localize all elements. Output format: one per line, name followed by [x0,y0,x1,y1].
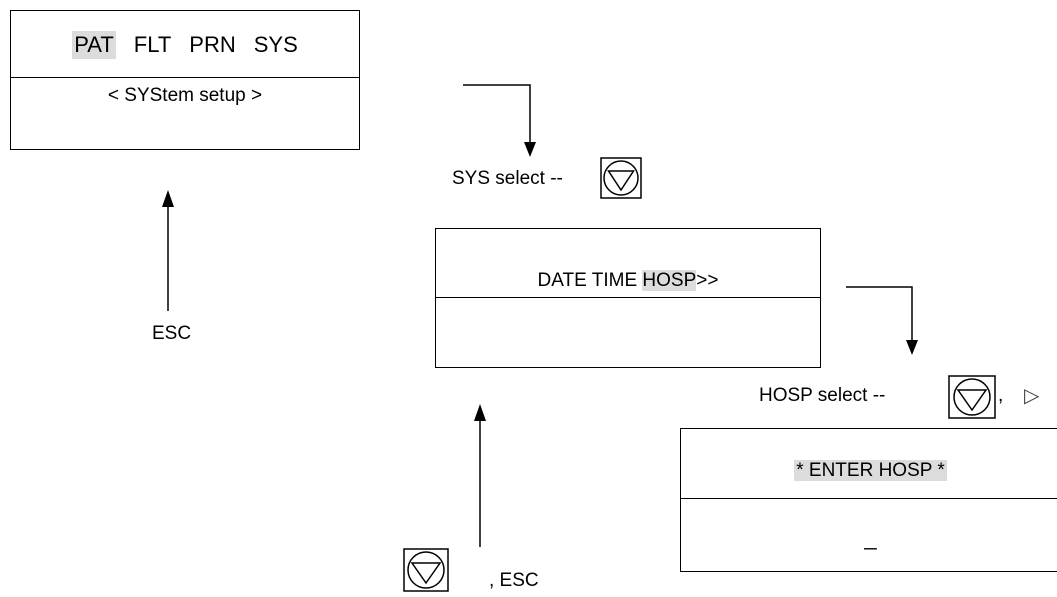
option-hosp[interactable]: HOSP [642,270,697,291]
input-cursor[interactable]: _ [864,525,877,550]
right-key-icon[interactable]: ▷ [1024,385,1040,407]
down-key-icon[interactable] [403,548,449,597]
more-options-indicator: >> [696,270,719,291]
hosp-select-separator: , [998,385,1004,406]
sys-select-label: SYS select -- [452,168,563,189]
menu-item-pat[interactable]: PAT [72,31,116,59]
lcd-screen-system-setup: DATE TIME HOSP>> [435,228,821,368]
lcd-screen-enter-hosp: * ENTER HOSP * _ [680,428,1057,572]
menu-item-prn[interactable]: PRN [189,32,236,57]
arrowhead-down [524,142,536,157]
lcd-screen-main-menu: PAT FLT PRN SYS < SYStem setup > [10,10,360,150]
main-menu-row: PAT FLT PRN SYS [11,31,359,59]
system-setup-subtitle: < SYStem setup > [107,85,263,106]
arrowhead-up [474,404,486,421]
system-setup-options: DATE TIME HOSP>> [436,269,820,293]
option-date-time[interactable]: DATE TIME [537,270,643,291]
hosp-select-label: HOSP select -- [759,385,886,406]
screen-divider [681,498,1057,499]
screen-divider [436,297,820,298]
menu-item-flt[interactable]: FLT [133,32,172,57]
screen-divider [11,77,359,78]
down-key-icon[interactable] [600,157,642,204]
down-key-icon[interactable] [948,375,996,424]
arrow-to-sys-select [463,84,531,144]
enter-hosp-title: * ENTER HOSP * [794,460,947,481]
esc-bottom-label: , ESC [489,570,539,591]
menu-item-sys[interactable]: SYS [253,32,298,57]
arrow-to-hosp-select [846,286,913,342]
arrowhead-up [162,190,174,207]
arrowhead-down [906,340,918,355]
esc-label: ESC [152,323,192,344]
